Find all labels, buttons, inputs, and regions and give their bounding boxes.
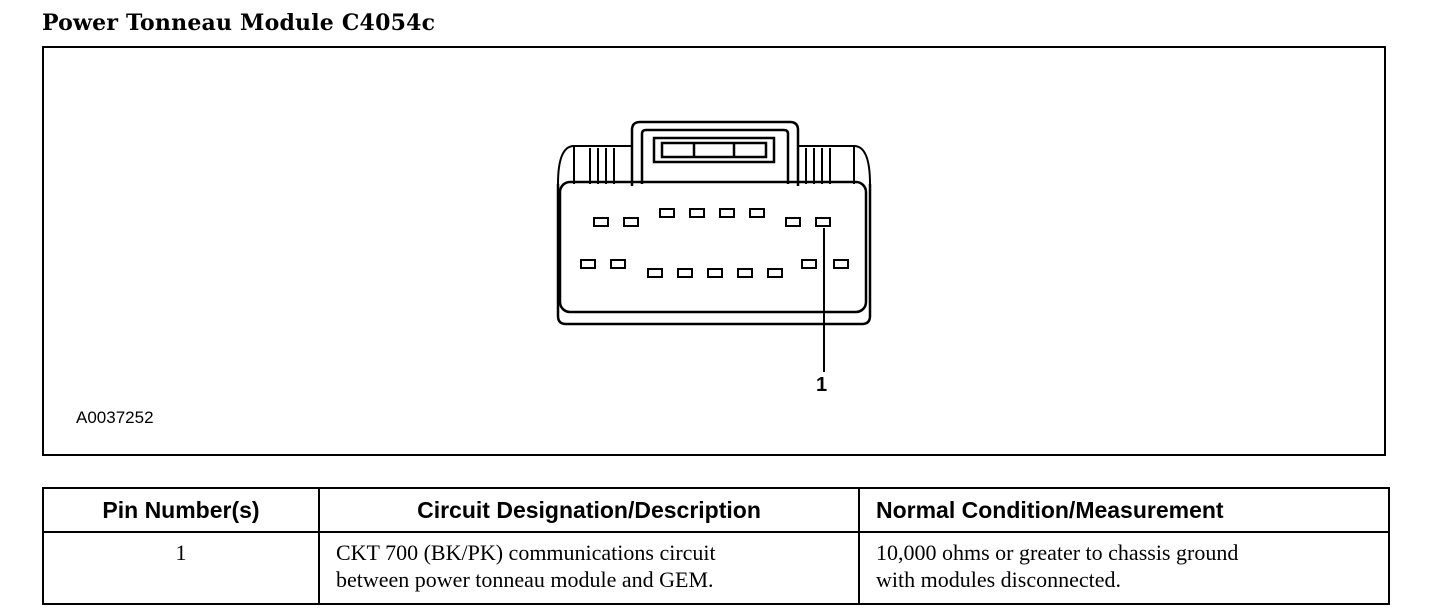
- pin-cavity: [719, 208, 735, 218]
- pin-cavity: [610, 259, 626, 269]
- measurement-line: with modules disconnected.: [876, 567, 1122, 592]
- locking-tab: [630, 120, 800, 186]
- pin-cavity: [785, 217, 801, 227]
- pin-cavity: [767, 268, 783, 278]
- pin-cavity: [593, 217, 609, 227]
- connector-diagram-frame: A0037252 1: [42, 46, 1386, 456]
- pin-cavities: [580, 208, 849, 278]
- table-header-row: Pin Number(s) Circuit Designation/Descri…: [42, 487, 1390, 533]
- pin-number-cell: 1: [42, 531, 320, 605]
- header-normal-condition: Normal Condition/Measurement: [858, 487, 1390, 533]
- header-pin-number: Pin Number(s): [42, 487, 320, 533]
- pin-cavity: [580, 259, 596, 269]
- measurement-line: 10,000 ohms or greater to chassis ground: [876, 540, 1239, 565]
- right-ribs: [798, 145, 871, 185]
- connector-face-drawing: [556, 120, 872, 372]
- pin-cavity: [749, 208, 765, 218]
- description-line: between power tonneau module and GEM.: [336, 567, 714, 592]
- figure-id: A0037252: [76, 408, 154, 427]
- pin-cavity: [707, 268, 723, 278]
- pin-cavity: [737, 268, 753, 278]
- pin-cavity: [801, 259, 817, 269]
- circuit-description-cell: CKT 700 (BK/PK) communications circuit b…: [318, 531, 860, 605]
- pin-callout-label: 1: [816, 374, 828, 396]
- pinout-table: Pin Number(s) Circuit Designation/Descri…: [42, 487, 1390, 605]
- pin-cavity: [677, 268, 693, 278]
- table-row: 1 CKT 700 (BK/PK) communications circuit…: [42, 531, 1390, 605]
- connector-body: [556, 180, 872, 326]
- pin-cavity: [833, 259, 849, 269]
- header-circuit-description: Circuit Designation/Description: [318, 487, 860, 533]
- pin-cavity: [647, 268, 663, 278]
- page-title: Power Tonneau Module C4054c: [42, 10, 436, 36]
- pin-cavity: [659, 208, 675, 218]
- pin-cavity: [689, 208, 705, 218]
- pin-cavity: [815, 217, 831, 227]
- pin-cavity: [623, 217, 639, 227]
- description-line: CKT 700 (BK/PK) communications circuit: [336, 540, 716, 565]
- measurement-cell: 10,000 ohms or greater to chassis ground…: [858, 531, 1390, 605]
- left-ribs: [557, 145, 632, 185]
